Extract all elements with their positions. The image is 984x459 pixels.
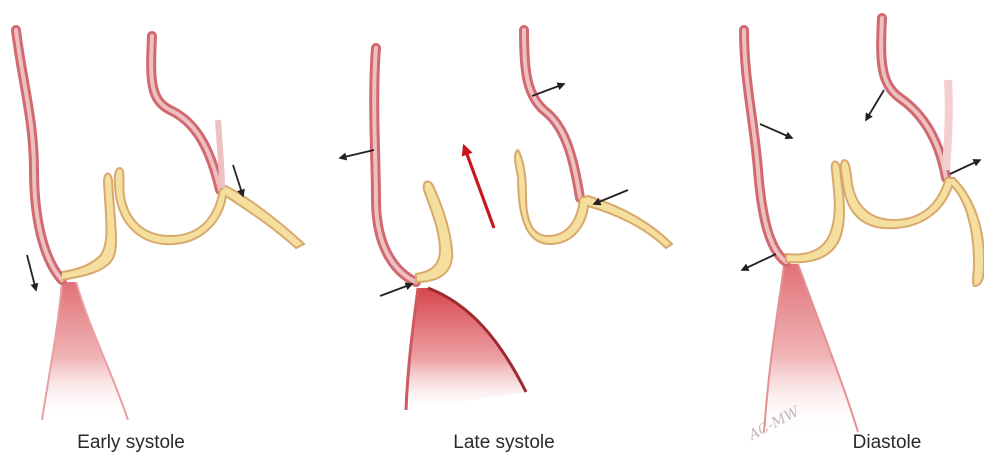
arrow-annulus-inward — [380, 284, 412, 296]
arrow-wall-inward-left — [760, 124, 792, 138]
blood-flow-arrow — [464, 146, 494, 228]
arrow-wall-outward-right — [532, 84, 564, 96]
posterior-leaflet — [115, 168, 304, 248]
panel-label-diastole: Diastole — [853, 432, 922, 454]
panel-late-systole — [340, 30, 672, 410]
posterior-leaflet — [841, 160, 984, 286]
ventricle-outflow — [764, 264, 858, 432]
panel-label-late-systole: Late systole — [453, 432, 554, 454]
aortic-wall-left — [374, 48, 416, 282]
anterior-leaflet — [786, 161, 844, 262]
aortic-wall-right — [881, 18, 946, 178]
arrow-posterior-inward — [594, 190, 628, 204]
anterior-leaflet — [62, 173, 116, 280]
aortic-wall-right — [524, 30, 580, 198]
posterior-leaflet — [515, 150, 672, 248]
aortic-wall-right — [151, 36, 220, 190]
anterior-leaflet — [416, 181, 452, 282]
panel-early-systole — [16, 30, 304, 420]
ventricle-outflow — [406, 288, 526, 410]
ventricle-outflow — [42, 282, 128, 420]
arrow-annulus-outward-left — [742, 254, 776, 270]
arrow-wall-outward-left — [340, 150, 374, 158]
arrow-wall-down-left — [27, 255, 36, 290]
panel-label-early-systole: Early systole — [77, 432, 185, 454]
arrow-annulus-outward-right — [950, 160, 980, 174]
arrow-wall-inward-right — [866, 90, 884, 120]
panel-diastole — [742, 18, 984, 432]
